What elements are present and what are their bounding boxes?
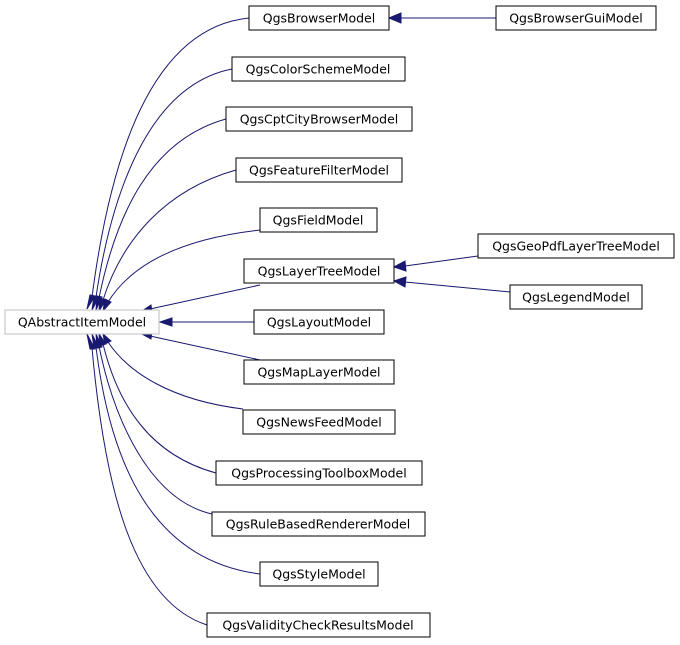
node-qgsfeaturefiltermodel[interactable]: QgsFeatureFilterModel: [235, 157, 403, 183]
edge-validity-to-root: [91, 347, 208, 626]
edge-rulebased-to-root: [98, 345, 213, 515]
arrowhead-validity: [86, 333, 96, 350]
node-qgsgeopdflayertreemodel[interactable]: QgsGeoPdfLayerTreeModel: [477, 233, 675, 259]
node-label: QAbstractItemModel: [18, 315, 146, 330]
node-label: QgsGeoPdfLayerTreeModel: [492, 239, 660, 254]
node-label: QgsBrowserGuiModel: [509, 11, 643, 26]
node-qgsstylemodel[interactable]: QgsStyleModel: [259, 561, 379, 587]
node-box: [253, 309, 385, 335]
node-label: QgsLegendModel: [522, 290, 630, 305]
node-box: [235, 157, 403, 183]
node-box: [495, 5, 657, 31]
node-box: [206, 612, 431, 638]
edge-geopdf-to-layertree: [404, 255, 479, 267]
node-label: QgsNewsFeedModel: [256, 415, 381, 430]
node-box: [259, 207, 378, 233]
arrowhead-newsfeed: [102, 332, 112, 345]
edge-legend-to-layertree: [404, 281, 511, 293]
node-box: [243, 258, 395, 284]
node-label: QgsRuleBasedRendererModel: [226, 517, 410, 532]
node-box: [477, 233, 675, 259]
edge-maplayer-to-root: [149, 335, 261, 361]
edge-field-to-root: [107, 229, 261, 303]
node-qgsbrowserguimodel[interactable]: QgsBrowserGuiModel: [495, 5, 657, 31]
node-qgscptcitybrowsermodel[interactable]: QgsCptCityBrowserModel: [225, 106, 413, 132]
node-qgsvaliditycheckresultsmodel[interactable]: QgsValidityCheckResultsModel: [206, 612, 431, 638]
edge-browser-to-root: [91, 17, 250, 298]
node-box: [215, 460, 423, 486]
nodes: QAbstractItemModel QgsBrowserModel QgsBr…: [4, 5, 675, 638]
node-qgsprocessingtoolboxmodel[interactable]: QgsProcessingToolboxModel: [215, 460, 423, 486]
edge-featurefilter-to-root: [102, 169, 237, 301]
arrowhead-processing: [98, 332, 107, 347]
node-label: QgsStyleModel: [272, 567, 365, 582]
node-box: [225, 106, 413, 132]
node-label: QgsValidityCheckResultsModel: [222, 618, 413, 633]
node-box: [231, 56, 406, 82]
node-box: [259, 561, 379, 587]
edge-style-to-root: [95, 346, 261, 575]
node-label: QgsFeatureFilterModel: [249, 163, 389, 178]
arrowhead-legend: [392, 276, 407, 288]
node-box: [243, 359, 395, 385]
node-label: QgsProcessingToolboxModel: [231, 466, 406, 481]
arrowhead-field: [102, 298, 112, 313]
edges: [91, 17, 511, 626]
edge-processing-to-root: [102, 343, 217, 474]
node-label: QgsBrowserModel: [263, 11, 375, 26]
arrowhead-geopdf: [392, 260, 407, 272]
node-label: QgsMapLayerModel: [257, 365, 380, 380]
node-qgsmaplayermodel[interactable]: QgsMapLayerModel: [243, 359, 395, 385]
node-box: [242, 409, 396, 435]
edge-layertree-to-root: [149, 284, 261, 310]
node-qgsnewsfeedmodel[interactable]: QgsNewsFeedModel: [242, 409, 396, 435]
node-qgsfieldmodel[interactable]: QgsFieldModel: [259, 207, 378, 233]
node-label: QgsColorSchemeModel: [246, 62, 391, 77]
node-qgslayertreemodel[interactable]: QgsLayerTreeModel: [243, 258, 395, 284]
node-box: [248, 5, 390, 31]
node-qgslayoutmodel[interactable]: QgsLayoutModel: [253, 309, 385, 335]
node-label: QgsLayoutModel: [267, 315, 371, 330]
arrowhead-style: [91, 333, 100, 349]
node-qabstractitemmodel[interactable]: QAbstractItemModel: [4, 309, 160, 335]
arrowhead-browser: [86, 294, 96, 310]
node-qgsrulebasedrenderermodel[interactable]: QgsRuleBasedRendererModel: [211, 511, 426, 537]
node-label: QgsLayerTreeModel: [258, 264, 381, 279]
node-qgsbrowsermodel[interactable]: QgsBrowserModel: [248, 5, 390, 31]
node-qgscolorschememodel[interactable]: QgsColorSchemeModel: [231, 56, 406, 82]
node-label: QgsCptCityBrowserModel: [240, 112, 399, 127]
node-box: [509, 284, 643, 310]
arrowhead-layout: [158, 317, 173, 327]
node-label: QgsFieldModel: [273, 213, 364, 228]
node-box: [4, 309, 160, 335]
arrowhead-browsergui: [387, 12, 402, 24]
node-qgslegendmodel[interactable]: QgsLegendModel: [509, 284, 643, 310]
arrowheads: [86, 12, 407, 350]
edge-colorscheme-to-root: [95, 68, 233, 298]
edge-cptcity-to-root: [98, 118, 227, 299]
node-box: [211, 511, 426, 537]
edge-newsfeed-to-root: [107, 341, 244, 410]
